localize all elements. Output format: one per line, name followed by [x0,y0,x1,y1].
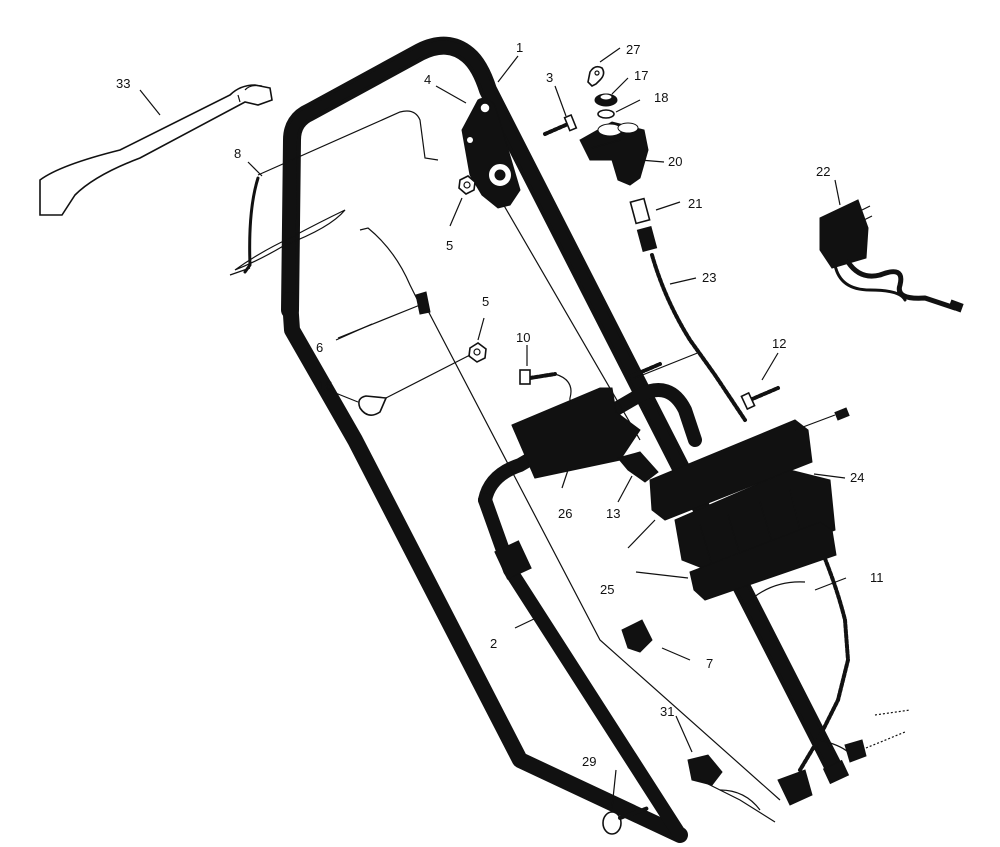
callout-24: 24 [850,470,864,485]
part-27-key [587,65,605,87]
part-22-charger [819,199,964,313]
callout-5a: 5 [446,238,453,253]
part-31-connector [687,754,776,823]
callout-33: 33 [116,76,130,91]
part-12-bolt [630,351,780,411]
part-24-battery [649,407,850,576]
part-25-cover [627,519,837,601]
callout-13: 13 [606,506,620,521]
callout-22: 22 [816,164,830,179]
callout-26: 26 [558,506,572,521]
callout-1: 1 [516,40,523,55]
part-20-switch-housing [579,121,649,186]
callout-17: 17 [634,68,648,83]
part-7-block [621,619,653,653]
part-11-clip [744,581,806,607]
part-5b-nut [468,342,487,363]
part-1-upper-handle [281,36,850,785]
callout-18: 18 [654,90,668,105]
part-4-control-bracket [461,97,521,209]
part-13-clip [617,451,659,483]
callout-labels: 1 2 3 4 5 5 6 7 8 10 11 12 13 16 17 18 2… [116,40,884,769]
part-10-bolt [519,369,601,416]
callout-27: 27 [626,42,640,57]
callout-21: 21 [688,196,702,211]
callout-7: 7 [706,656,713,671]
callout-29: 29 [582,754,596,769]
callout-11: 11 [870,570,884,585]
throttle-cable [424,189,781,801]
part-2-lower-handle [282,292,702,843]
callout-20: 20 [668,154,682,169]
part-5a-nut [458,175,476,195]
callout-25: 25 [600,582,614,597]
callout-5b: 5 [482,294,489,309]
callout-leaders [139,47,847,809]
part-17-nut [594,93,618,107]
callout-8: 8 [234,146,241,161]
part-29-bolt [602,806,650,835]
callout-3: 3 [546,70,553,85]
callout-16: 16 [318,378,332,393]
part-33-chute [39,84,273,216]
lower-plug [777,709,911,806]
part-21-connector [629,197,658,253]
callout-12: 12 [772,336,786,351]
part-18-washer [597,109,615,119]
part-3-screw [543,113,578,136]
callout-23: 23 [702,270,716,285]
part-6-cable [337,227,431,339]
part-8-cable [229,110,439,276]
callout-31: 31 [660,704,674,719]
part-16-pin [358,354,471,416]
callout-2: 2 [490,636,497,651]
callout-10: 10 [516,330,530,345]
callout-6: 6 [316,340,323,355]
part-26-battery-tray [511,387,641,479]
callout-4: 4 [424,72,431,87]
